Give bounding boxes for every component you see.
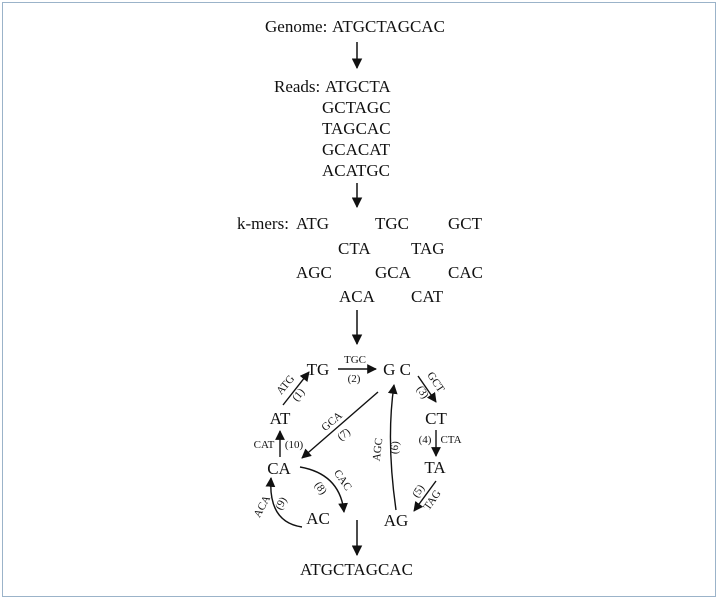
edge-label-kmer: AGC [371, 437, 386, 462]
edge-label-kmer: CAC [331, 468, 354, 493]
edge-label-kmer: CTA [440, 434, 461, 446]
kmer-item: ACA [339, 287, 375, 306]
edge-label-kmer: CAT [254, 439, 275, 451]
reads-label: Reads: [274, 77, 321, 96]
edge-gca [301, 391, 379, 459]
edge-agc [387, 384, 398, 511]
kmer-item: CAC [448, 263, 483, 282]
node-ag: AG [384, 511, 409, 530]
edge-label-order: (7) [335, 426, 353, 444]
node-ca: CA [267, 459, 291, 478]
edge-atg [282, 371, 310, 406]
edge-aca [265, 477, 303, 528]
edge-tag [413, 480, 437, 512]
edge-label-order: (9) [273, 495, 290, 512]
node-ta: TA [424, 458, 446, 477]
edge-label-kmer: ACA [252, 493, 274, 519]
read-item: ACATGC [322, 161, 391, 180]
read-item: GCTAGC [322, 98, 391, 117]
read-item: GCACAT [322, 140, 391, 159]
genome-sequence: ATGCTAGCAC [332, 17, 445, 36]
assembled-sequence: ATGCTAGCAC [300, 560, 413, 579]
kmers-label: k-mers: [237, 214, 289, 233]
kmer-item: TAG [411, 239, 445, 258]
kmer-item: TGC [375, 214, 409, 233]
read-item: TAGCAC [322, 119, 391, 138]
node-at: AT [270, 409, 291, 428]
node-tg: TG [307, 360, 330, 379]
edge-label-order: (1) [290, 386, 308, 404]
edge-gct [417, 375, 437, 403]
kmer-item: GCA [375, 263, 411, 282]
edge-label-order: (8) [312, 480, 329, 498]
kmer-item: ATG [296, 214, 330, 233]
edge-label-kmer: TGC [344, 354, 366, 366]
kmer-item: AGC [296, 263, 332, 282]
kmer-item: GCT [448, 214, 482, 233]
edge-label-order: (10) [285, 439, 304, 451]
node-ac: AC [306, 509, 330, 528]
genome-label: Genome: [265, 17, 328, 36]
edge-label-order: (2) [348, 373, 361, 385]
edge-label-order: (4) [419, 434, 432, 446]
kmer-item: CTA [338, 239, 371, 258]
node-ct: CT [425, 409, 447, 428]
read-item: ATGCTA [325, 77, 391, 96]
kmer-item: CAT [411, 287, 444, 306]
edge-label-order: (6) [388, 440, 402, 455]
node-gc: G C [383, 360, 411, 379]
edge-cac [299, 466, 348, 513]
edge-label-order: (3) [414, 384, 431, 402]
